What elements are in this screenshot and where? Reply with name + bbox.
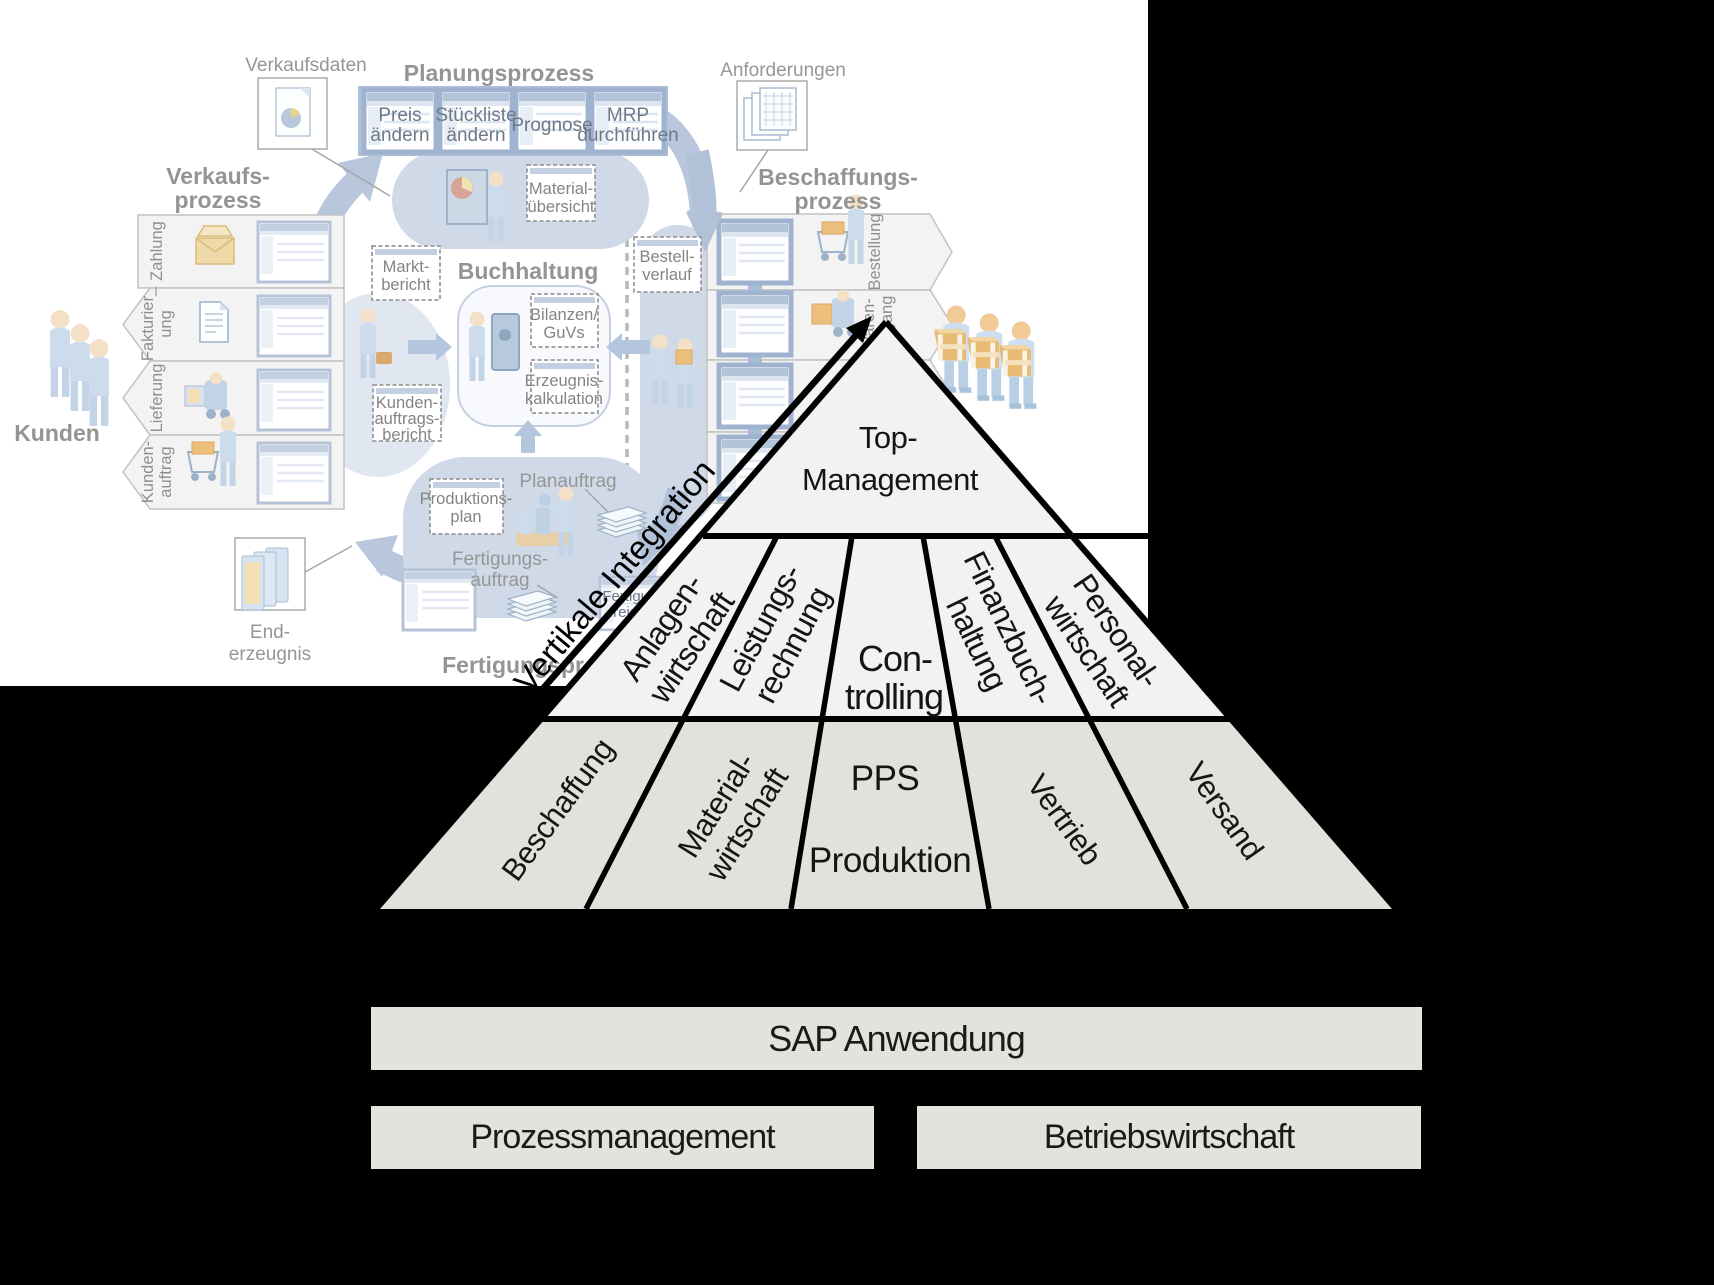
svg-text:auftrag: auftrag xyxy=(470,570,529,591)
svg-text:Verkaufs-: Verkaufs- xyxy=(166,163,270,189)
svg-text:Produktion: Produktion xyxy=(809,841,971,880)
svg-text:bericht: bericht xyxy=(382,426,432,444)
svg-text:MRP: MRP xyxy=(607,105,649,126)
svg-text:trolling: trolling xyxy=(845,676,943,717)
svg-text:Bestellung: Bestellung xyxy=(866,213,884,290)
svg-text:Kunden: Kunden xyxy=(14,420,100,446)
svg-text:plan: plan xyxy=(450,508,481,526)
svg-text:auftrags-: auftrags- xyxy=(374,410,439,428)
svg-text:GuVs: GuVs xyxy=(543,324,584,342)
svg-text:Con-: Con- xyxy=(858,638,932,679)
svg-text:Stückliste: Stückliste xyxy=(435,105,516,126)
svg-text:Planauftrag: Planauftrag xyxy=(519,471,616,492)
svg-text:Anforderungen: Anforderungen xyxy=(720,60,846,81)
svg-text:kalkulation: kalkulation xyxy=(525,390,603,408)
svg-text:Prognose: Prognose xyxy=(511,115,592,136)
svg-text:verlauf: verlauf xyxy=(642,266,692,284)
svg-text:prozess: prozess xyxy=(175,187,262,213)
svg-text:Material-: Material- xyxy=(529,180,593,198)
svg-text:Erzeugnis-: Erzeugnis- xyxy=(525,372,604,390)
svg-text:Fakturier_: Fakturier_ xyxy=(139,286,157,361)
svg-text:Buchhaltung: Buchhaltung xyxy=(458,258,599,284)
svg-text:Produktions-: Produktions- xyxy=(420,490,513,508)
svg-text:erzeugnis: erzeugnis xyxy=(229,644,311,665)
svg-text:Fertigungs-: Fertigungs- xyxy=(452,549,548,570)
svg-text:übersicht: übersicht xyxy=(528,198,595,216)
svg-text:Verkaufsdaten: Verkaufsdaten xyxy=(245,55,366,76)
svg-text:Lieferung: Lieferung xyxy=(148,364,166,433)
svg-text:Top-: Top- xyxy=(859,420,917,455)
svg-text:Kunden-: Kunden- xyxy=(376,394,438,412)
svg-text:Management: Management xyxy=(802,462,979,497)
svg-text:durchführen: durchführen xyxy=(577,125,678,146)
svg-text:Bilanzen/: Bilanzen/ xyxy=(530,306,598,324)
svg-text:Markt-: Markt- xyxy=(383,258,430,276)
svg-text:prozess: prozess xyxy=(795,188,882,214)
svg-text:ändern: ändern xyxy=(446,125,505,146)
svg-text:Bestell-: Bestell- xyxy=(639,248,694,266)
svg-text:Planungsprozess: Planungsprozess xyxy=(404,60,594,86)
svg-text:bericht: bericht xyxy=(381,276,431,294)
svg-text:Preis: Preis xyxy=(378,105,421,126)
svg-text:Beschaffungs-: Beschaffungs- xyxy=(758,164,918,190)
svg-text:auftrag: auftrag xyxy=(157,446,175,497)
svg-text:Kunden-: Kunden- xyxy=(139,441,157,503)
svg-text:ändern: ändern xyxy=(370,125,429,146)
svg-text:PPS: PPS xyxy=(851,759,920,798)
svg-text:ung: ung xyxy=(157,310,175,338)
svg-text:Zahlung: Zahlung xyxy=(148,221,166,281)
svg-text:End-: End- xyxy=(250,622,290,643)
